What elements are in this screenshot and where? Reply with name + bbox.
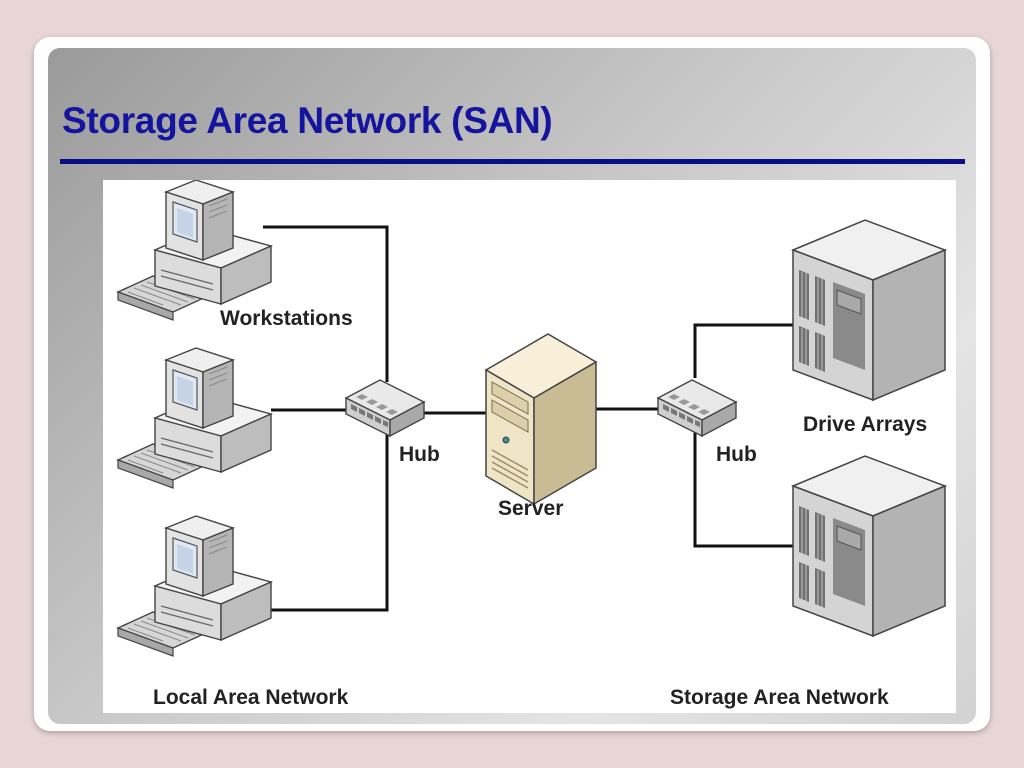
lan-connections [263, 225, 486, 612]
hub-icon [657, 379, 737, 437]
workstation-3 [117, 515, 272, 657]
drive-array-icon [792, 219, 946, 401]
link-workstation-1-hub [263, 225, 389, 382]
server-node [485, 333, 597, 505]
san-connections [593, 323, 795, 548]
hub-right [657, 379, 737, 437]
server-icon [485, 333, 597, 505]
workstation-2 [117, 347, 272, 489]
workstation-computer-icon [117, 515, 272, 657]
label-local-area-network: Local Area Network [153, 686, 349, 709]
san-diagram: Workstations Hub Server Hub Drive Arrays… [103, 180, 956, 713]
hub-icon [345, 379, 425, 437]
drive-array-icon [792, 455, 946, 637]
title-underline [60, 159, 965, 164]
link-workstation-3-hub [263, 432, 389, 612]
label-hub-left: Hub [399, 443, 440, 466]
label-storage-area-network: Storage Area Network [670, 686, 889, 709]
workstation-1 [117, 180, 272, 321]
drive-array-1 [792, 219, 946, 401]
link-hub-drive-array-1 [693, 323, 795, 378]
label-workstations: Workstations [220, 307, 353, 330]
label-server: Server [498, 497, 563, 520]
label-drive-arrays: Drive Arrays [803, 413, 927, 436]
hub-left [345, 379, 425, 437]
workstation-computer-icon [117, 347, 272, 489]
drive-array-2 [792, 455, 946, 637]
slide-title: Storage Area Network (SAN) [62, 100, 553, 141]
link-hub-drive-array-2 [693, 430, 795, 548]
label-hub-right: Hub [716, 443, 757, 466]
workstation-computer-icon [117, 180, 272, 321]
